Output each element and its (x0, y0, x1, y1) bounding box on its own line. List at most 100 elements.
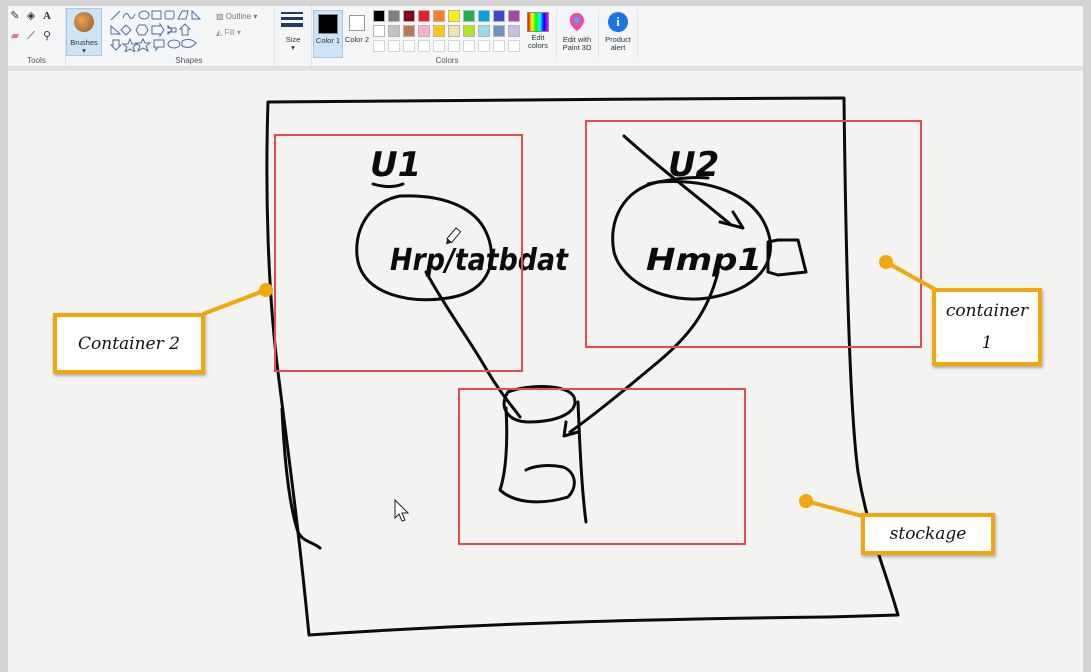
palette-swatch[interactable] (448, 40, 460, 52)
storage-callout-text: stockage (889, 524, 967, 544)
palette-swatch[interactable] (403, 40, 415, 52)
colors-group-label: Colors (435, 56, 459, 65)
u1-underline-sketch (371, 182, 405, 189)
brushes-button[interactable]: Brushes ▾ (66, 8, 102, 56)
pencil-icon[interactable]: ✎ (10, 10, 20, 22)
color-picker-icon[interactable]: ⟋ (27, 30, 35, 42)
eraser-icon[interactable]: ▰ (10, 30, 20, 42)
edit-colors-button[interactable]: Edit colors (522, 10, 554, 58)
fill-icon: ◭ (216, 28, 225, 37)
u1-to-storage-line (424, 270, 522, 419)
palette-swatch[interactable] (463, 40, 475, 52)
palette-swatch[interactable] (373, 25, 385, 37)
product-alert-label: Product alert (605, 35, 631, 52)
palette-swatch[interactable] (463, 25, 475, 37)
color1-button[interactable]: Color 1 (313, 10, 343, 58)
container1-callout-line2: 1 (981, 333, 993, 353)
edit-paint3d-button[interactable]: Edit with Paint 3D (556, 10, 597, 58)
mouse-pointer-icon (394, 498, 410, 522)
palette-swatch[interactable] (508, 25, 520, 37)
edit-paint3d-label: Edit with Paint 3D (562, 35, 592, 52)
strike-arrow-sketch (622, 134, 732, 226)
tools-group: ✎ ◈ A ▰ ⟋ ⚲ Tools (8, 6, 66, 66)
storage-arrowhead (562, 420, 580, 438)
u1-handwritten-label: U1 (370, 145, 421, 185)
edit-colors-label: Edit colors (527, 33, 548, 50)
storage-cylinder-right (576, 400, 588, 524)
palette-swatch[interactable] (448, 10, 460, 22)
container1-highlight-box (585, 120, 922, 348)
palette-swatch[interactable] (508, 10, 520, 22)
shapes-group: ▨ Outline ▾ ◭ Fill ▾ Shapes (104, 6, 275, 66)
u1-handwritten-text: Hrp/tatbdat (390, 243, 569, 278)
container2-callout: Container 2 (53, 313, 205, 374)
container2-highlight-box (274, 134, 523, 372)
palette-swatch[interactable] (433, 40, 445, 52)
palette-swatch[interactable] (388, 40, 400, 52)
container1-callout-line1: container (945, 301, 1029, 321)
palette-swatch[interactable] (478, 10, 490, 22)
palette-swatch[interactable] (403, 10, 415, 22)
palette-swatch[interactable] (478, 40, 490, 52)
outer-container-sketch (265, 96, 900, 637)
shapes-group-label: Shapes (175, 56, 203, 65)
palette-swatch[interactable] (373, 10, 385, 22)
arrowhead-sketch (718, 210, 745, 230)
palette-swatch[interactable] (403, 25, 415, 37)
shapes-gallery[interactable] (110, 10, 214, 52)
rainbow-icon (527, 12, 549, 32)
palette-swatch[interactable] (418, 25, 430, 37)
fill-label: Fill (224, 28, 235, 37)
palette-swatch[interactable] (448, 25, 460, 37)
product-alert-button[interactable]: i Product alert (598, 10, 638, 58)
u2-underline-sketch (646, 176, 710, 186)
color2-button[interactable]: Color 2 (343, 10, 371, 56)
palette-swatch[interactable] (493, 40, 505, 52)
storage-callout: stockage (861, 513, 995, 555)
fill-button[interactable]: ◭ Fill ▾ (216, 28, 241, 37)
brush-icon (74, 12, 94, 32)
info-icon: i (608, 12, 628, 32)
color1-label: Color 1 (315, 36, 341, 45)
palette-swatch[interactable] (493, 25, 505, 37)
palette-swatch[interactable] (508, 40, 520, 52)
tools-group-label: Tools (27, 56, 46, 65)
inner-edge-sketch (280, 407, 322, 550)
magnifier-icon[interactable]: ⚲ (42, 30, 52, 42)
storage-highlight-box (458, 388, 746, 545)
pencil-cursor-icon (446, 227, 462, 245)
u2-to-storage-line (568, 270, 720, 434)
palette-swatch[interactable] (433, 25, 445, 37)
ribbon: ✎ ◈ A ▰ ⟋ ⚲ Tools Brushes ▾ (8, 6, 1083, 67)
palette-swatch[interactable] (418, 40, 430, 52)
color1-swatch (318, 14, 338, 34)
palette-swatch[interactable] (463, 10, 475, 22)
size-button[interactable]: Size ▾ (275, 6, 312, 66)
palette-swatch[interactable] (373, 40, 385, 52)
palette-swatch[interactable] (388, 10, 400, 22)
sketch-drawing: U1 U2 Hrp/tatbdat Hmp1 (265, 96, 900, 637)
fill-bucket-icon[interactable]: ◈ (26, 10, 36, 22)
storage-cylinder-top (502, 385, 577, 424)
palette-swatch[interactable] (493, 10, 505, 22)
outline-button[interactable]: ▨ Outline ▾ (216, 12, 258, 21)
color2-swatch (349, 15, 365, 31)
size-label: Size (285, 35, 301, 44)
outline-label: Outline (225, 12, 252, 21)
color2-label: Color 2 (344, 35, 370, 44)
container2-callout-text: Container 2 (78, 333, 180, 354)
drawing-canvas[interactable]: U1 U2 Hrp/tatbdat Hmp1 (8, 72, 1083, 672)
u1-ellipse-sketch (355, 194, 493, 302)
brushes-label: Brushes (70, 38, 98, 47)
container1-callout: container 1 (932, 288, 1042, 366)
palette-swatch[interactable] (388, 25, 400, 37)
palette-swatch[interactable] (418, 10, 430, 22)
small-box-sketch (766, 238, 808, 277)
palette-swatch[interactable] (433, 10, 445, 22)
palette-swatch[interactable] (478, 25, 490, 37)
text-icon[interactable]: A (43, 10, 51, 22)
paint3d-icon (569, 13, 584, 31)
colors-palette: Colors (372, 6, 522, 66)
u2-handwritten-label: U2 (668, 145, 719, 185)
